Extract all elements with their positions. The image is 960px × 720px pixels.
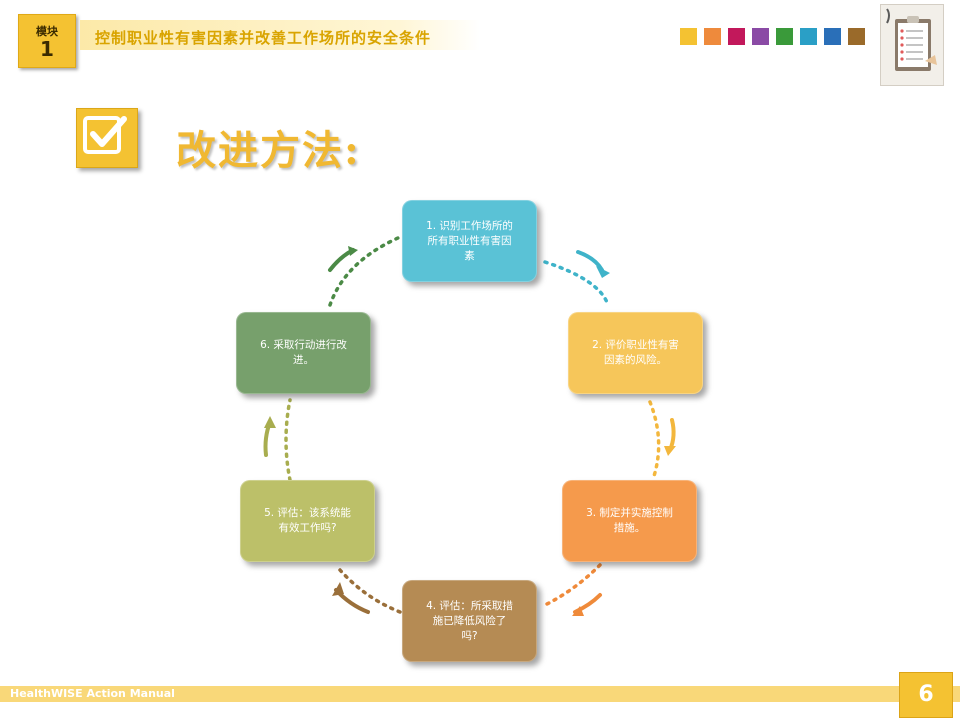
module-number: 1 [40,37,54,61]
swatch [848,28,865,45]
cycle-step-5: 5. 评估：该系统能有效工作吗? [240,480,375,562]
footer-manual-title: HealthWISE Action Manual [10,687,175,700]
cycle-step-3: 3. 制定并实施控制措施。 [562,480,697,562]
swatch [680,28,697,45]
cycle-step-1: 1. 识别工作场所的所有职业性有害因素 [402,200,537,282]
module-badge: 模块 1 [18,14,76,68]
connector-1-2 [543,260,610,307]
connector-5-6 [284,398,292,482]
swatch [752,28,769,45]
swatch [776,28,793,45]
color-swatches [680,28,872,45]
cycle-step-6: 6. 采取行动进行改进。 [236,312,371,394]
section-title: 改进方法: [176,127,361,174]
header-title: 控制职业性有害因素并改善工作场所的安全条件 [95,29,432,47]
cycle-step-3-text: 3. 制定并实施控制措施。 [586,507,673,534]
swatch [800,28,817,45]
arrowhead-5-6 [264,416,276,428]
checkbox-check-icon [76,108,138,168]
swatch [824,28,841,45]
connector-2-3 [648,400,661,478]
cycle-step-5-text: 5. 评估：该系统能有效工作吗? [264,507,351,534]
arrow-1-2 [576,250,604,272]
module-label: 模块 [36,25,58,38]
connector-3-4 [543,563,602,607]
arrowhead-2-3 [664,446,676,456]
cycle-step-4: 4. 评估：所采取措施已降低风险了吗? [402,580,537,662]
cycle-step-2-text: 2. 评价职业性有害因素的风险。 [592,339,679,366]
arrow-2-3 [668,418,676,452]
cycle-step-2: 2. 评价职业性有害因素的风险。 [568,312,703,394]
connector-4-5 [338,568,402,614]
arrowhead-1-2 [596,266,610,278]
connector-6-1 [328,236,400,307]
arrowhead-6-1 [348,246,358,256]
page-number: 6 [899,672,953,718]
arrowhead-3-4 [572,606,584,616]
clipboard-icon [880,4,944,86]
header-band [80,20,480,50]
cycle-step-4-text: 4. 评估：所采取措施已降低风险了吗? [426,599,513,642]
cycle-step-1-text: 1. 识别工作场所的所有职业性有害因素 [426,219,513,262]
swatch [728,28,745,45]
arrowhead-4-5 [332,582,344,596]
footer-bar [0,686,960,702]
arrowheads [264,246,676,616]
cycle-step-6-text: 6. 采取行动进行改进。 [260,339,347,366]
swatch [704,28,721,45]
